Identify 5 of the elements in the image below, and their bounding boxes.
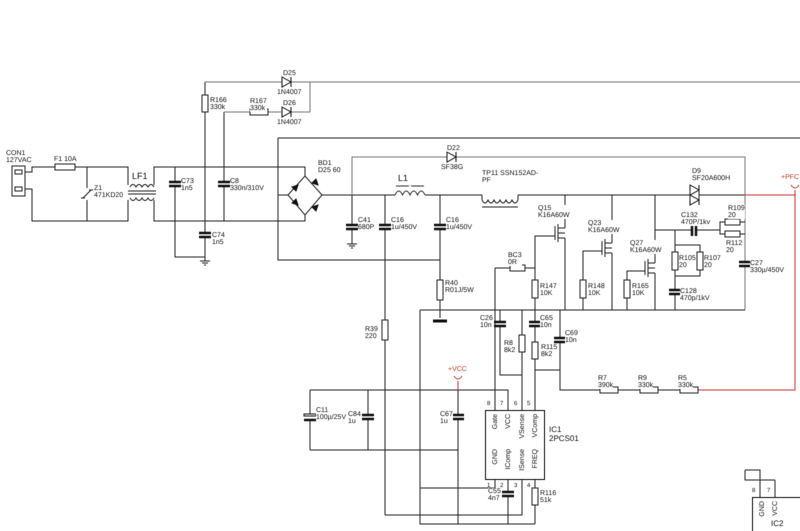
ic-chip [485,410,545,480]
chip-label: IC2 [771,520,784,527]
chip-label: IC1 2PCS01 [549,425,579,443]
component-label: L1 [398,174,408,183]
component-label: LF1 [132,172,148,181]
